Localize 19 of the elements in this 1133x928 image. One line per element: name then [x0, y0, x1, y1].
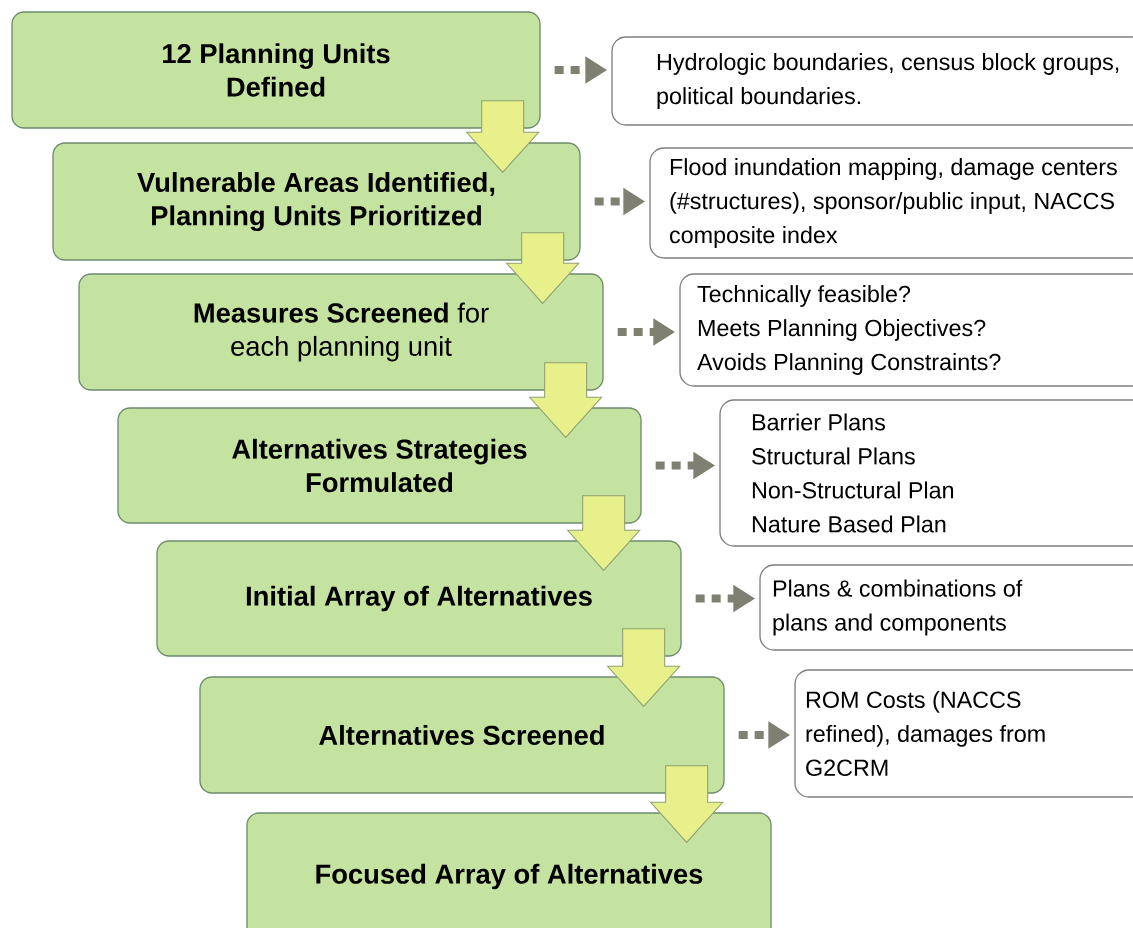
block-arrow — [606, 628, 681, 708]
note-box: Flood inundation mapping, damage centers (#structures), sponsor/public input, NACCS composite index — [649, 147, 1133, 259]
block-arrow — [566, 495, 641, 572]
step-box: Focused Array of Alternatives — [246, 812, 772, 928]
note-box: Hydrologic boundaries, census block groups, political boundaries. — [611, 36, 1133, 126]
note-box: ROM Costs (NACCS refined), damages from G2CRM — [794, 669, 1133, 798]
step-box: Alternatives Screened — [199, 676, 725, 794]
step-box: Vulnerable Areas Identified, Planning Units Prioritized — [52, 142, 581, 261]
step-box: Alternatives Strategies Formulated — [117, 407, 642, 524]
note-box: Barrier Plans Structural Plans Non-Structural Plan Nature Based Plan — [719, 399, 1133, 547]
block-arrow — [528, 362, 603, 439]
step-box: 12 Planning Units Defined — [11, 11, 541, 129]
note-box: Plans & combinations of plans and components — [759, 564, 1133, 651]
block-arrow — [505, 232, 580, 305]
note-box: Technically feasible? Meets Planning Objectives? Avoids Planning Constraints? — [679, 273, 1133, 387]
step-box: Initial Array of Alternatives — [156, 540, 682, 657]
step-box: Measures Screened for each planning unit — [78, 273, 604, 391]
block-arrow — [465, 100, 540, 174]
block-arrow — [649, 765, 724, 844]
